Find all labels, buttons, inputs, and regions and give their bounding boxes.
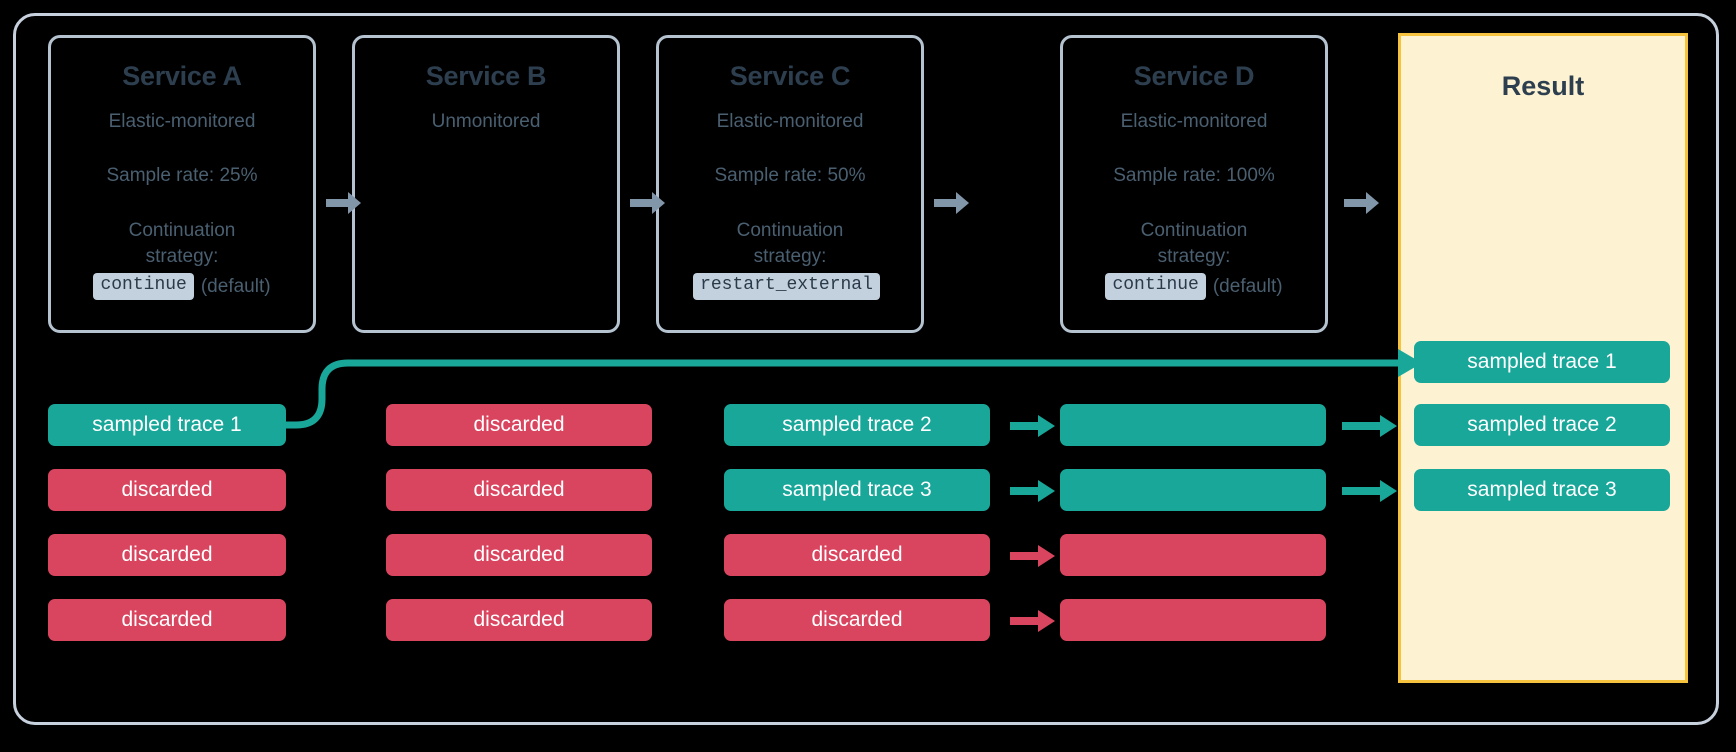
trace-pill-d-4[interactable] <box>1060 599 1326 641</box>
service-strategy-value-row: continue (default) <box>51 273 313 301</box>
service-title: Service B <box>425 61 547 91</box>
service-monitoring-status: Elastic-monitored <box>1120 111 1268 133</box>
service-strategy-label-line1: Continuation <box>1140 220 1248 242</box>
trace-pill-a-2[interactable]: discarded <box>48 469 286 511</box>
service-sample-rate: Sample rate: 50% <box>714 165 866 187</box>
trace-pill-c-2[interactable]: sampled trace 3 <box>724 469 990 511</box>
trace-pill-a-4[interactable]: discarded <box>48 599 286 641</box>
trace-arrow-c-to-d-2 <box>1010 478 1056 504</box>
trace-pill-b-2[interactable]: discarded <box>386 469 652 511</box>
trace-pill-c-1[interactable]: sampled trace 2 <box>724 404 990 446</box>
service-sample-rate: Sample rate: 100% <box>1113 165 1275 187</box>
result-pill-3[interactable]: sampled trace 3 <box>1414 469 1670 511</box>
trace-pill-a-3[interactable]: discarded <box>48 534 286 576</box>
service-strategy-label-line1: Continuation <box>736 220 844 242</box>
trace-pill-d-2[interactable] <box>1060 469 1326 511</box>
trace-arrow-c-to-d-4 <box>1010 608 1056 634</box>
trace-pill-b-1[interactable]: discarded <box>386 404 652 446</box>
service-flow-arrow-b-to-c <box>630 189 666 217</box>
service-strategy-code-chip: restart_external <box>693 273 880 301</box>
trace-pill-b-3[interactable]: discarded <box>386 534 652 576</box>
service-monitoring-status: Elastic-monitored <box>108 111 256 133</box>
service-strategy-note: (default) <box>1212 275 1283 297</box>
service-card-a: Service A Elastic-monitored Sample rate:… <box>48 35 316 333</box>
service-flow-arrow-d-to-result <box>1344 189 1380 217</box>
trace-arrow-d-to-result-2 <box>1342 413 1398 439</box>
service-strategy-code-chip: continue <box>93 273 194 301</box>
trace-pill-c-3[interactable]: discarded <box>724 534 990 576</box>
service-title: Service D <box>1133 61 1255 91</box>
service-card-b: Service B Unmonitored <box>352 35 620 333</box>
service-strategy-note: (default) <box>200 275 271 297</box>
trace-arrow-d-to-result-3 <box>1342 478 1398 504</box>
service-sample-rate: Sample rate: 25% <box>106 165 258 187</box>
service-strategy-label-line1: Continuation <box>128 220 236 242</box>
service-title: Service A <box>122 61 242 91</box>
service-strategy-label-line2: strategy: <box>145 245 219 267</box>
trace-pill-d-3[interactable] <box>1060 534 1326 576</box>
service-strategy-value-row: restart_external <box>659 273 921 301</box>
service-monitoring-status: Unmonitored <box>431 111 541 133</box>
result-title: Result <box>1501 71 1585 101</box>
trace-pill-b-4[interactable]: discarded <box>386 599 652 641</box>
service-strategy-label: Continuation strategy: <box>51 218 313 269</box>
service-card-d: Service D Elastic-monitored Sample rate:… <box>1060 35 1328 333</box>
service-strategy-label-line2: strategy: <box>1157 245 1231 267</box>
trace-pill-d-1[interactable] <box>1060 404 1326 446</box>
trace-pill-a-1[interactable]: sampled trace 1 <box>48 404 286 446</box>
service-strategy-code-chip: continue <box>1105 273 1206 301</box>
service-strategy-label: Continuation strategy: <box>659 218 921 269</box>
service-monitoring-status: Elastic-monitored <box>716 111 864 133</box>
service-flow-arrow-c-to-d <box>934 189 970 217</box>
service-title: Service C <box>729 61 851 91</box>
trace-pill-c-4[interactable]: discarded <box>724 599 990 641</box>
service-strategy-label-line2: strategy: <box>753 245 827 267</box>
result-pill-1[interactable]: sampled trace 1 <box>1414 341 1670 383</box>
trace-arrow-c-to-d-1 <box>1010 413 1056 439</box>
service-flow-arrow-a-to-b <box>326 189 362 217</box>
result-pill-2[interactable]: sampled trace 2 <box>1414 404 1670 446</box>
trace-arrow-c-to-d-3 <box>1010 543 1056 569</box>
service-card-c: Service C Elastic-monitored Sample rate:… <box>656 35 924 333</box>
service-strategy-value-row: continue (default) <box>1063 273 1325 301</box>
service-strategy-label: Continuation strategy: <box>1063 218 1325 269</box>
